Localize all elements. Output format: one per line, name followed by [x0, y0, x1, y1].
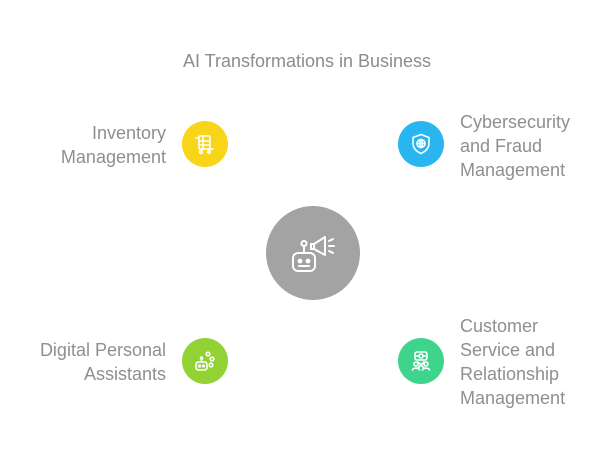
label-line: Service and [460, 340, 556, 360]
robot-assistant-icon [195, 351, 215, 371]
shield-globe-icon [412, 133, 430, 155]
label-line: Assistants [83, 364, 166, 384]
label-line: Management [460, 388, 566, 408]
label-line: Digital Personal [39, 340, 166, 360]
customer-service-node [398, 338, 444, 384]
label-line: Relationship [460, 364, 560, 384]
cybersecurity-node [398, 121, 444, 167]
label-line: Customer [460, 316, 539, 336]
robot-megaphone-icon [292, 236, 335, 272]
warehouse-cart-icon [195, 135, 214, 155]
label-line: Management [60, 147, 166, 167]
customer-support-icon [411, 351, 431, 371]
inventory-management-label: Inventory Management [61, 121, 166, 169]
label-line: Management [460, 160, 566, 180]
label-line: and Fraud [460, 136, 543, 156]
label-line: Inventory [91, 123, 166, 143]
cybersecurity-label: Cybersecurity and Fraud Management [460, 110, 570, 182]
diagram-title: AI Transformations in Business [182, 51, 432, 71]
digital-assistants-node [182, 338, 228, 384]
customer-service-label: Customer Service and Relationship Manage… [460, 314, 565, 410]
inventory-management-node [182, 121, 228, 167]
center-node [266, 206, 360, 300]
label-line: Cybersecurity [460, 112, 571, 132]
digital-assistants-label: Digital Personal Assistants [40, 338, 166, 386]
